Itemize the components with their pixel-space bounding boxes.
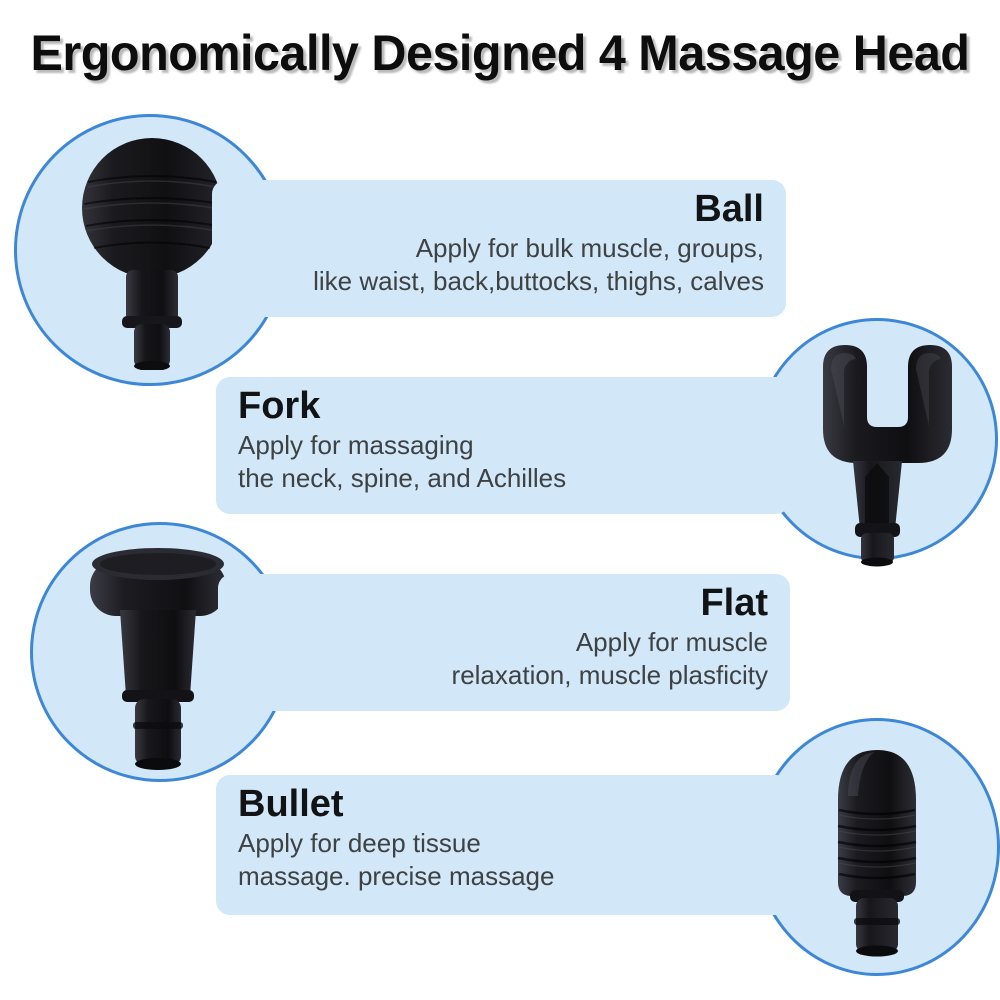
bullet-description-line1: Apply for deep tissue (238, 827, 481, 858)
bullet-info-panel: Bullet Apply for deep tissue massage. pr… (216, 775, 790, 915)
fork-title: Fork (238, 385, 321, 427)
flat-description-line1: Apply for muscle (575, 626, 768, 657)
fork-description-line1: Apply for massaging (238, 429, 474, 460)
flat-title: Flat (700, 582, 768, 624)
fork-description-line2: the neck, spine, and Achilles (238, 463, 567, 494)
flat-info-panel: Flat Apply for muscle relaxation, muscle… (218, 574, 790, 711)
page-title: Ergonomically Designed 4 Massage Head (30, 25, 970, 81)
ball-description-line1: Apply for bulk muscle, groups, (415, 232, 764, 263)
ball-title: Ball (694, 188, 764, 230)
fork-info-panel: Fork Apply for massaging the neck, spine… (216, 377, 790, 514)
ball-info-panel: Ball Apply for bulk muscle, groups, like… (212, 180, 786, 317)
flat-description-line2: relaxation, muscle plasficity (451, 660, 768, 691)
bullet-title: Bullet (238, 783, 344, 825)
bullet-attachment-circle (754, 718, 1000, 976)
fork-attachment-circle (756, 318, 998, 560)
bullet-description-line2: massage. precise massage (238, 861, 555, 892)
ball-description-line2: like waist, back,buttocks, thighs, calve… (313, 266, 764, 297)
